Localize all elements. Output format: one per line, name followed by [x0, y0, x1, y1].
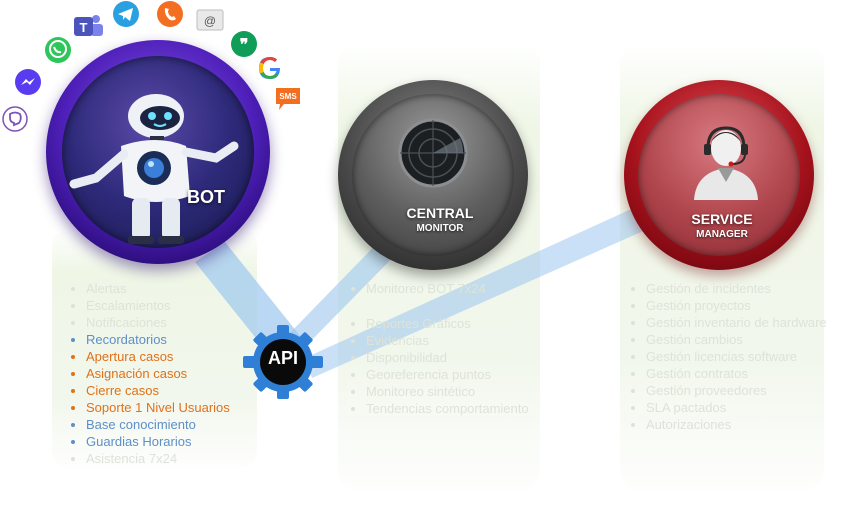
list-item: Tendencias comportamiento: [342, 400, 529, 417]
robot-icon: [69, 94, 239, 244]
manager-sublabel: MANAGER: [696, 229, 748, 240]
list-item: Gestión proveedores: [622, 382, 827, 399]
list-item: Escalamientos: [62, 297, 230, 314]
radar-icon: [398, 118, 468, 188]
svg-text:❞: ❞: [240, 37, 249, 54]
list-item: Autorizaciones: [622, 416, 827, 433]
google-icon: [259, 57, 280, 79]
messenger-icon: [15, 69, 41, 95]
email-icon: @: [196, 9, 224, 31]
monitor-sublabel: MONITOR: [416, 223, 464, 234]
service-label: SERVICE: [691, 211, 753, 227]
list-item: Gestión de incidentes: [622, 280, 827, 297]
beam-api-to-central: [285, 225, 410, 352]
list-item: Base conocimiento: [62, 416, 230, 433]
list-item: Guardias Horarios: [62, 433, 230, 450]
list-item: Apertura casos: [62, 348, 230, 365]
list-item: Cierre casos: [62, 382, 230, 399]
api-label: API: [267, 348, 298, 368]
sms-icon: [276, 88, 300, 110]
list-item: Evidencias: [342, 332, 529, 349]
svg-text:@: @: [204, 14, 216, 28]
svg-text:T: T: [80, 20, 88, 35]
list-item: Monitoreo sintético: [342, 383, 529, 400]
bot-label: BOT: [187, 187, 225, 207]
list-item: Gestión inventario de hardware: [622, 314, 827, 331]
list-item: Gestión cambios: [622, 331, 827, 348]
phone-icon: [157, 1, 183, 27]
agent-headset-icon: [694, 126, 758, 200]
list-item: Reportes Gráficos: [342, 315, 529, 332]
list-item: Gestión contratos: [622, 365, 827, 382]
list-item: Recordatorios: [62, 331, 230, 348]
list-item: Gestión proyectos: [622, 297, 827, 314]
hangouts-icon: ❞: [231, 31, 257, 57]
central-monitor-top-list: Monitoreo BOT 7x24: [342, 280, 486, 297]
list-item: Asistencia 7x24: [62, 450, 230, 467]
list-item: Soporte 1 Nivel Usuarios: [62, 399, 230, 416]
list-item: Gestión licencias software: [622, 348, 827, 365]
list-item: Asignación casos: [62, 365, 230, 382]
central-label: CENTRAL: [406, 205, 474, 221]
beam-api-to-service: [305, 205, 650, 378]
list-item: SLA pactados: [622, 399, 827, 416]
list-item: Disponibilidad: [342, 349, 529, 366]
api-gear-icon: [243, 325, 323, 399]
list-item: Notificaciones: [62, 314, 230, 331]
teams-icon: T: [74, 15, 103, 36]
viber-icon: [2, 106, 28, 132]
list-item: Alertas: [62, 280, 230, 297]
list-item: Georeferencia puntos: [342, 366, 529, 383]
telegram-icon: [113, 1, 139, 27]
whatsapp-icon: [45, 37, 71, 63]
list-item: Monitoreo BOT 7x24: [342, 280, 486, 297]
sms-icon-label: SMS: [279, 92, 297, 101]
